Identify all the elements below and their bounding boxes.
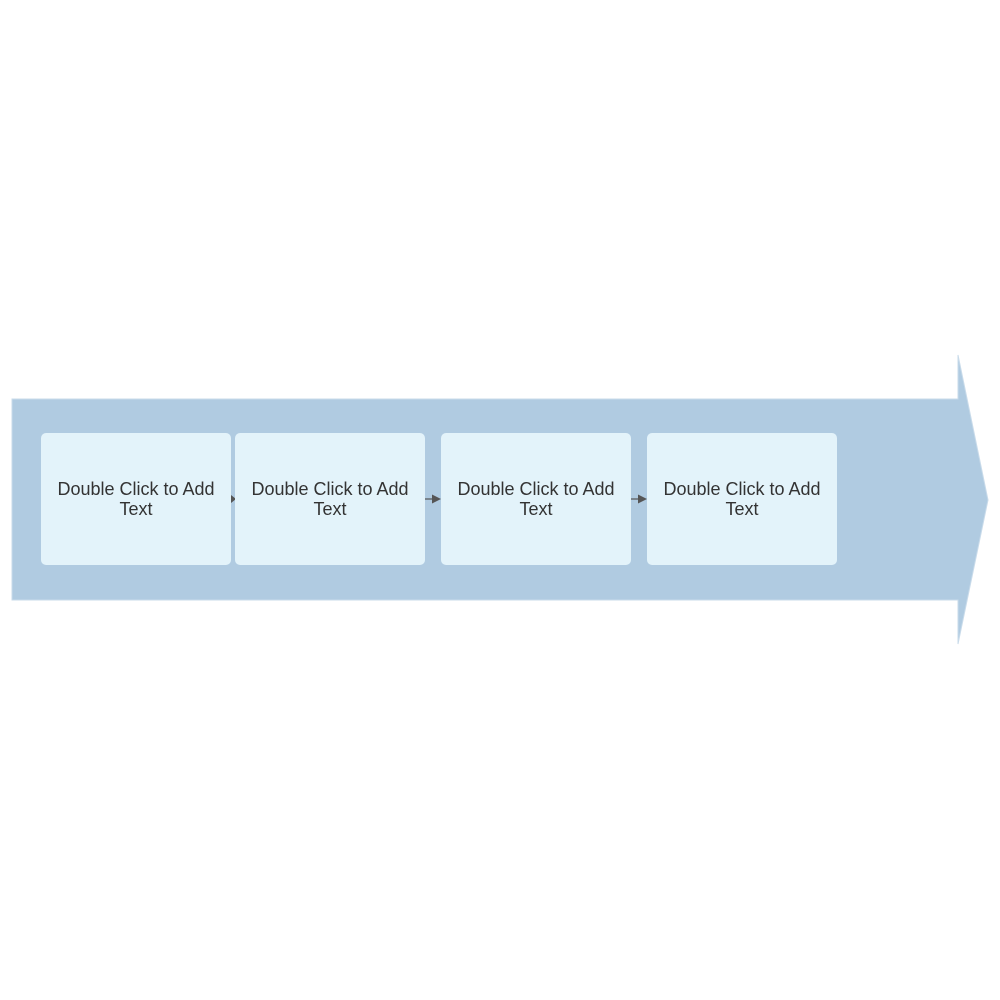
step-1-label: Double Click to Add Text [57, 479, 215, 519]
connector-3-arrowhead [638, 494, 647, 504]
connector-1 [231, 495, 236, 503]
connector-2-arrowhead [432, 494, 441, 504]
connector-3 [631, 494, 647, 504]
step-2-label: Double Click to Add Text [251, 479, 409, 519]
step-box-4[interactable]: Double Click to Add Text [647, 433, 837, 565]
step-3-label: Double Click to Add Text [457, 479, 615, 519]
step-box-2[interactable]: Double Click to Add Text [235, 433, 425, 565]
step-box-1[interactable]: Double Click to Add Text [41, 433, 231, 565]
connector-2 [425, 494, 441, 504]
step-4-label: Double Click to Add Text [663, 479, 821, 519]
connector-1-arrowhead [231, 495, 236, 503]
step-box-3[interactable]: Double Click to Add Text [441, 433, 631, 565]
